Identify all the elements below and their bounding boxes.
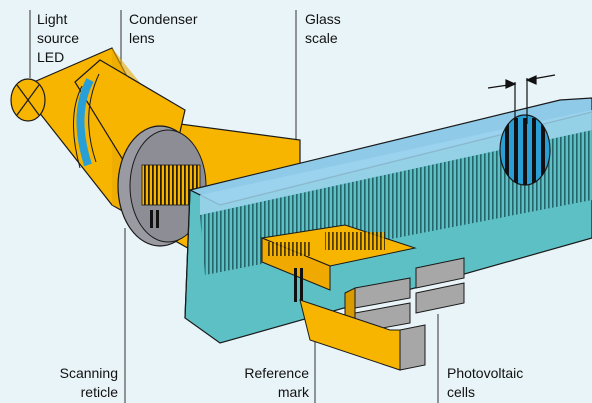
glass-scale-label: Glass scale <box>305 10 341 48</box>
glass-scale-line-1: Glass <box>305 11 341 27</box>
scanning-reticle-label: Scanning reticle <box>40 364 118 402</box>
reference-mark-line-2: mark <box>277 384 309 400</box>
light-source-led-label: Light source LED <box>37 10 79 67</box>
reference-mark-line-1: Reference <box>244 365 309 381</box>
grating-magnifier-icon <box>499 114 551 186</box>
light-source-line-1: Light <box>37 11 68 27</box>
reference-mark-label: Reference mark <box>207 364 309 402</box>
led-emitter-icon <box>10 78 46 122</box>
condenser-lens-line-1: Condenser <box>129 11 198 27</box>
scanning-reticle-line-2: reticle <box>80 384 118 400</box>
grating-period-arrows-icon <box>487 74 556 128</box>
light-source-line-3: LED <box>37 49 65 65</box>
condenser-lens-line-2: lens <box>129 30 155 46</box>
glass-scale-line-2: scale <box>305 30 338 46</box>
light-source-line-2: source <box>37 30 80 46</box>
photovoltaic-cells-line-2: cells <box>447 384 476 400</box>
photovoltaic-cells-line-1: Photovoltaic <box>447 365 524 381</box>
scanning-reticle-disc <box>117 125 207 247</box>
photovoltaic-cells-label: Photovoltaic cells <box>447 364 523 402</box>
reference-beam <box>299 299 426 371</box>
photovoltaic-cells <box>344 257 465 339</box>
scanning-window <box>260 224 417 302</box>
scanning-reticle-line-1: Scanning <box>59 365 118 381</box>
condenser-lens-label: Condenser lens <box>129 10 198 48</box>
